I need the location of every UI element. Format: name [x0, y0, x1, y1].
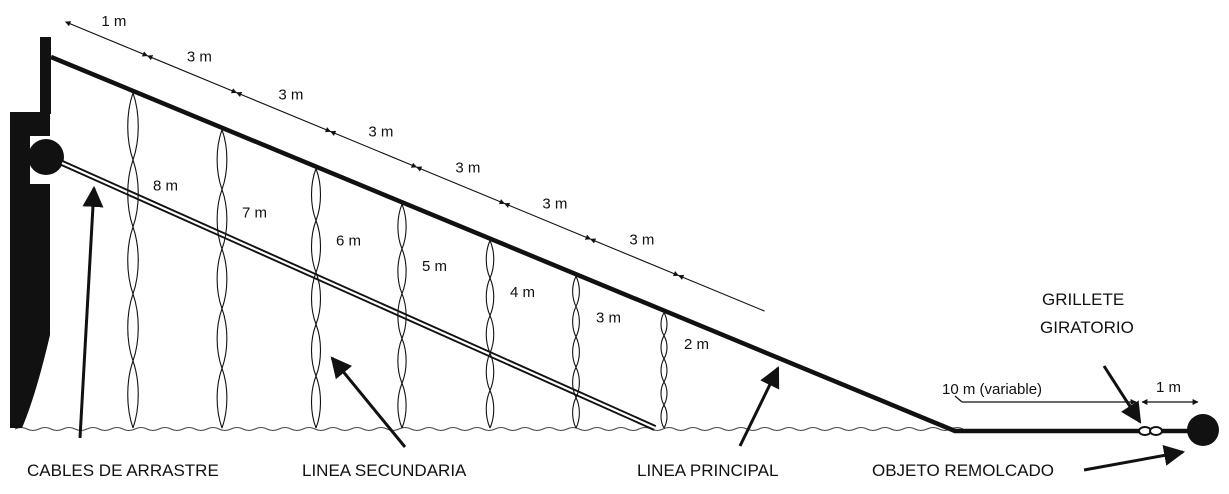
spacing-dimensions: 1 m 3 m 3 m 3 m 3 m 3 m 3 m	[65, 13, 765, 312]
variable-segment-tick	[954, 395, 963, 403]
tow-cables-pointer	[78, 185, 104, 439]
spacing-label: 3 m	[187, 49, 212, 66]
drop-line-strand	[485, 240, 495, 429]
drop-line-strand	[485, 240, 495, 429]
drop-line-strand	[572, 275, 580, 429]
spacing-arrow	[65, 21, 149, 57]
drop-length-label: 5 m	[422, 258, 447, 275]
swivel-label-line2: GIRATORIO	[1040, 318, 1134, 337]
drop-length-label: 4 m	[510, 284, 535, 301]
spacing-label: 3 m	[629, 232, 654, 249]
drop-line-strand	[216, 129, 228, 429]
drop-line-strand	[397, 204, 407, 429]
secondary-line-pointer	[330, 356, 407, 448]
drop-length-label: 8 m	[153, 178, 178, 195]
swivel-shackle	[1138, 426, 1163, 436]
drop-length-label: 3 m	[596, 310, 621, 327]
tow-cables-label: CABLES DE ARRASTRE	[27, 461, 219, 480]
drop-line-strand	[660, 312, 668, 429]
swivel-pointer	[1102, 365, 1142, 424]
drop-line-strand	[660, 312, 668, 429]
secondary-line-label: LINEA SECUNDARIA	[302, 461, 467, 480]
drop-line-strand	[127, 92, 139, 429]
variable-segment-label: 10 m (variable)	[942, 381, 1042, 398]
main-line	[50, 54, 1195, 434]
drop-length-label: 7 m	[242, 204, 267, 221]
drop-length-label: 2 m	[684, 336, 709, 353]
vessel-mast	[40, 37, 51, 114]
main-line-pointer	[738, 366, 780, 447]
spacing-arrow	[416, 166, 506, 205]
spacing-arrow	[590, 238, 680, 277]
tow-winch	[28, 139, 64, 175]
drop-length-label: 6 m	[336, 232, 361, 249]
swivel-label-line1: GRILLETE	[1042, 290, 1124, 309]
end-segment-label: 1 m	[1156, 379, 1181, 396]
drop-line-strand	[310, 168, 322, 429]
towed-object-label: OBJETO REMOLCADO	[872, 461, 1054, 480]
vessel-hull	[10, 112, 50, 428]
towed-object	[1187, 414, 1219, 446]
water-surface	[14, 427, 964, 431]
drop-line-strand	[397, 204, 407, 429]
spacing-label: 3 m	[368, 124, 393, 141]
spacing-label: 1 m	[101, 13, 126, 30]
spacing-arrow	[678, 274, 765, 312]
main-line-label: LINEA PRINCIPAL	[637, 461, 778, 480]
spacing-label: 3 m	[542, 196, 567, 213]
spacing-arrow	[236, 91, 332, 133]
spacing-arrow	[147, 55, 238, 94]
spacing-label: 3 m	[278, 86, 303, 103]
drop-line-strand	[127, 92, 139, 429]
spacing-label: 3 m	[455, 160, 480, 177]
drop-lines: 8 m 7 m 6 m 5 m 4 m 3 m 2 m	[127, 92, 709, 429]
spacing-arrow	[504, 202, 592, 240]
towed-object-pointer	[1083, 445, 1186, 472]
drop-line-strand	[572, 275, 580, 429]
secondary-line-core	[61, 161, 656, 430]
spacing-arrow	[330, 130, 418, 168]
drop-line-strand	[310, 168, 322, 429]
drop-line-strand	[216, 129, 228, 429]
